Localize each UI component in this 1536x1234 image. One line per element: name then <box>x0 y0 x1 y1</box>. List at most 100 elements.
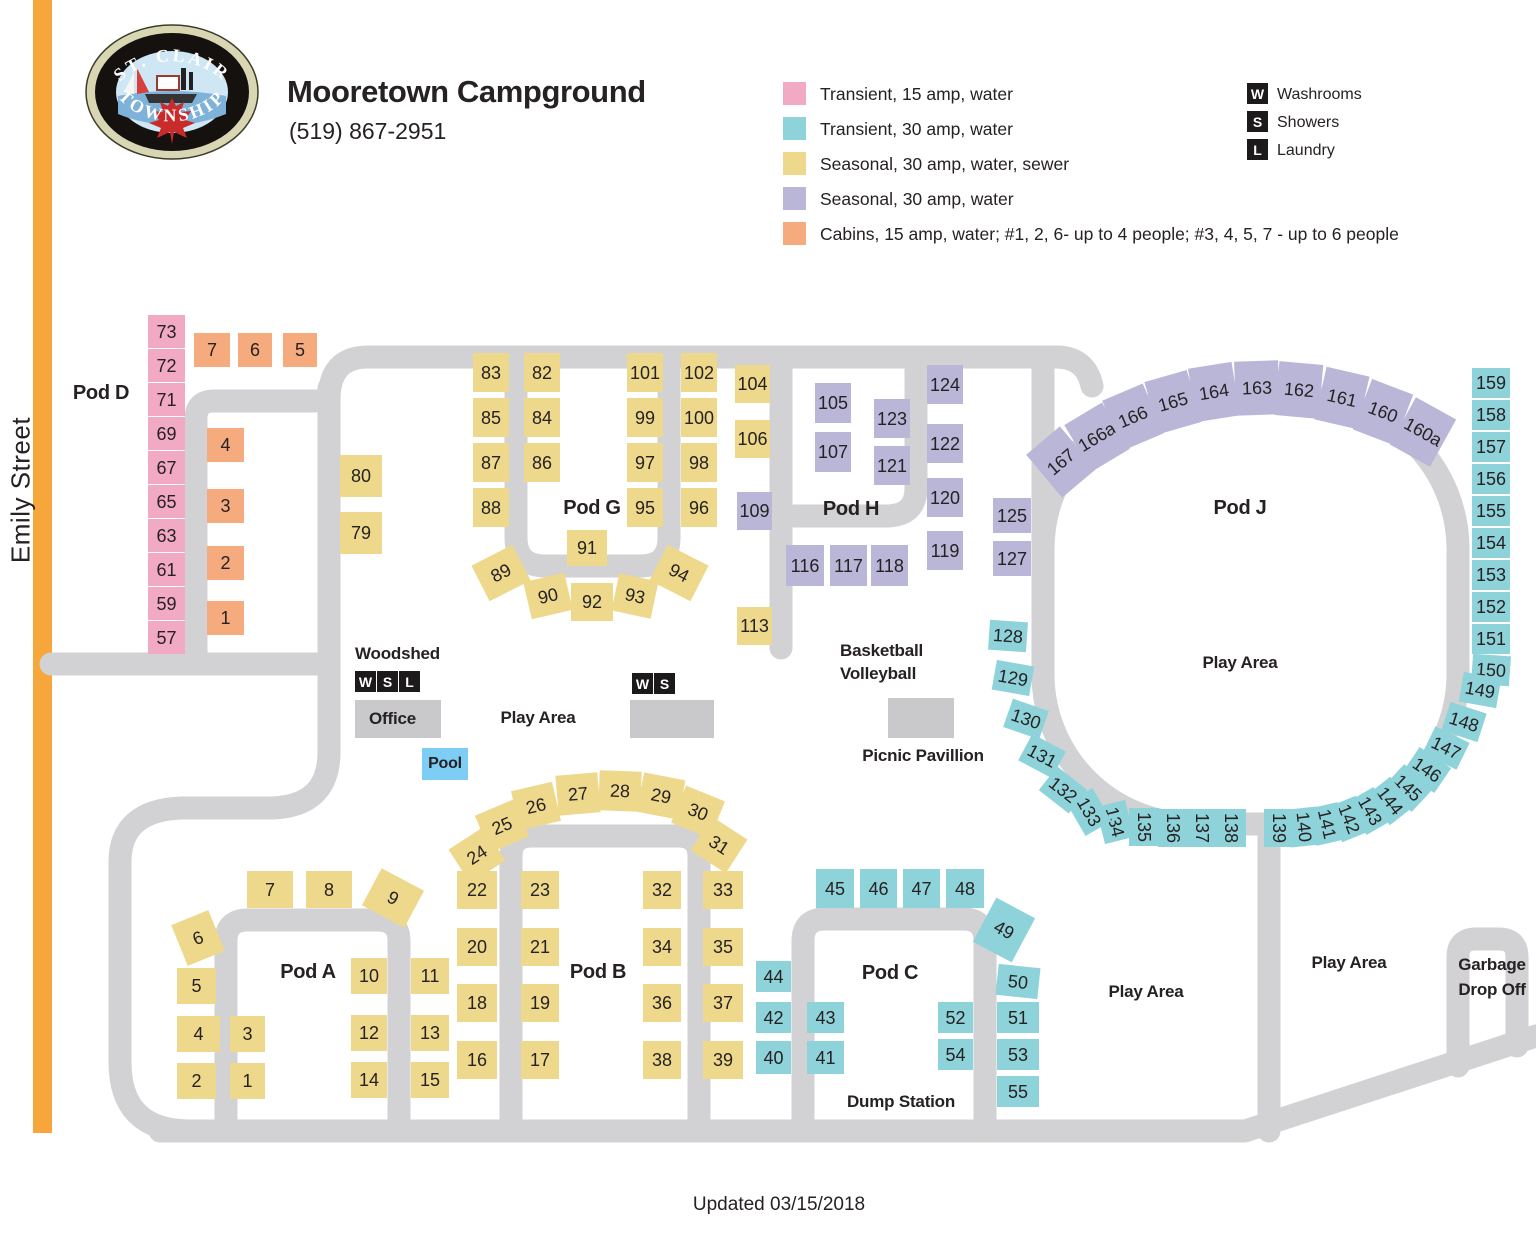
site-3: 3 <box>207 489 244 523</box>
site-47: 47 <box>903 869 940 908</box>
road-cabin-loop <box>184 389 334 667</box>
site-5: 5 <box>283 333 317 367</box>
site-4: 4 <box>207 428 244 462</box>
site-95: 95 <box>627 488 663 527</box>
site-105: 105 <box>815 383 851 423</box>
site-117: 117 <box>830 545 867 586</box>
pod-h-label: Pod H <box>822 498 880 520</box>
site-86: 86 <box>524 443 560 482</box>
site-54: 54 <box>938 1039 973 1070</box>
emily-street-road <box>33 0 52 1133</box>
pod-j-label: Pod J <box>1213 497 1267 519</box>
township-logo: ST. CLAIR TOWNSHIP <box>85 24 259 160</box>
site-61: 61 <box>148 553 185 586</box>
site-33: 33 <box>703 871 743 909</box>
legend-swatch-seasonal-sewer <box>783 152 806 175</box>
site-164: 164 <box>1188 361 1240 423</box>
site-80: 80 <box>340 455 382 497</box>
office-showers-icon: S <box>377 671 398 692</box>
site-152: 152 <box>1472 592 1510 622</box>
site-10: 10 <box>351 958 387 994</box>
play-area-right-label: Play Area <box>1311 953 1387 972</box>
site-125: 125 <box>993 498 1031 533</box>
site-116: 116 <box>786 545 824 586</box>
site-46: 46 <box>860 869 897 908</box>
site-53: 53 <box>997 1039 1039 1070</box>
legend-swatch-cabins <box>783 222 806 245</box>
site-55: 55 <box>997 1076 1039 1107</box>
site-57: 57 <box>148 621 185 654</box>
legend-swatch-transient-15 <box>783 82 806 105</box>
site-1: 1 <box>230 1063 265 1099</box>
pool-label: Pool <box>428 755 462 772</box>
road-pod-h-loop <box>769 356 928 528</box>
site-19: 19 <box>521 984 559 1022</box>
legend-laundry-icon: L <box>1247 139 1268 160</box>
legend-showers-icon: S <box>1247 111 1268 132</box>
site-51: 51 <box>997 1002 1039 1033</box>
garbage-drop-off-label-line2: Drop Off <box>1458 980 1526 999</box>
site-44: 44 <box>756 961 791 992</box>
site-97: 97 <box>627 443 663 482</box>
site-6: 6 <box>238 333 272 367</box>
road-west <box>108 376 341 1143</box>
site-1: 1 <box>207 601 244 635</box>
site-45: 45 <box>816 869 854 908</box>
site-155: 155 <box>1472 496 1510 526</box>
site-18: 18 <box>457 984 497 1022</box>
site-99: 99 <box>627 398 663 437</box>
site-8: 8 <box>306 871 352 908</box>
site-17: 17 <box>521 1041 559 1079</box>
legend-washrooms-label: Washrooms <box>1277 86 1362 103</box>
site-163: 163 <box>1234 360 1280 416</box>
site-135: 135 <box>1129 808 1159 846</box>
site-124: 124 <box>927 365 963 404</box>
site-139: 139 <box>1264 809 1294 847</box>
picnic-pavillion-label: Picnic Pavillion <box>862 746 984 765</box>
site-149: 149 <box>1458 671 1502 709</box>
site-3: 3 <box>230 1016 265 1052</box>
site-137: 137 <box>1187 809 1217 847</box>
site-102: 102 <box>681 353 717 392</box>
site-123: 123 <box>874 399 910 438</box>
site-122: 122 <box>927 424 963 463</box>
legend-label-seasonal: Seasonal, 30 amp, water <box>820 189 1014 209</box>
pod-c-label: Pod C <box>861 962 919 984</box>
pod-g-label: Pod G <box>563 497 621 519</box>
site-127: 127 <box>993 541 1031 576</box>
site-120: 120 <box>927 478 963 517</box>
site-88: 88 <box>473 488 509 527</box>
site-20: 20 <box>457 928 497 966</box>
road-pod-a-loop <box>214 908 411 1143</box>
site-48: 48 <box>946 869 984 908</box>
legend-showers-label: Showers <box>1277 114 1340 131</box>
site-35: 35 <box>703 928 743 966</box>
site-39: 39 <box>703 1041 743 1079</box>
site-21: 21 <box>521 928 559 966</box>
site-34: 34 <box>643 928 681 966</box>
phone-number: (519) 867-2951 <box>289 118 447 144</box>
site-2: 2 <box>177 1063 216 1099</box>
site-59: 59 <box>148 587 185 620</box>
site-65: 65 <box>148 485 185 518</box>
site-100: 100 <box>681 398 717 437</box>
site-36: 36 <box>643 984 681 1022</box>
site-7: 7 <box>194 333 230 367</box>
office-label: Office <box>369 709 416 728</box>
pod-b-label: Pod B <box>569 961 627 983</box>
legend-label-cabins: Cabins, 15 amp, water; #1, 2, 6- up to 4… <box>820 224 1399 244</box>
site-7: 7 <box>247 871 293 908</box>
site-2: 2 <box>207 546 244 580</box>
site-37: 37 <box>703 984 743 1022</box>
pod-a-label: Pod A <box>280 961 336 983</box>
site-91: 91 <box>567 530 607 566</box>
site-11: 11 <box>411 958 449 994</box>
legend-swatch-seasonal <box>783 187 806 210</box>
site-4: 4 <box>177 1016 220 1052</box>
office-building <box>355 700 441 738</box>
play-area-center-label: Play Area <box>500 708 576 727</box>
site-23: 23 <box>521 871 559 909</box>
site-107: 107 <box>815 432 851 472</box>
site-43: 43 <box>807 1002 844 1033</box>
